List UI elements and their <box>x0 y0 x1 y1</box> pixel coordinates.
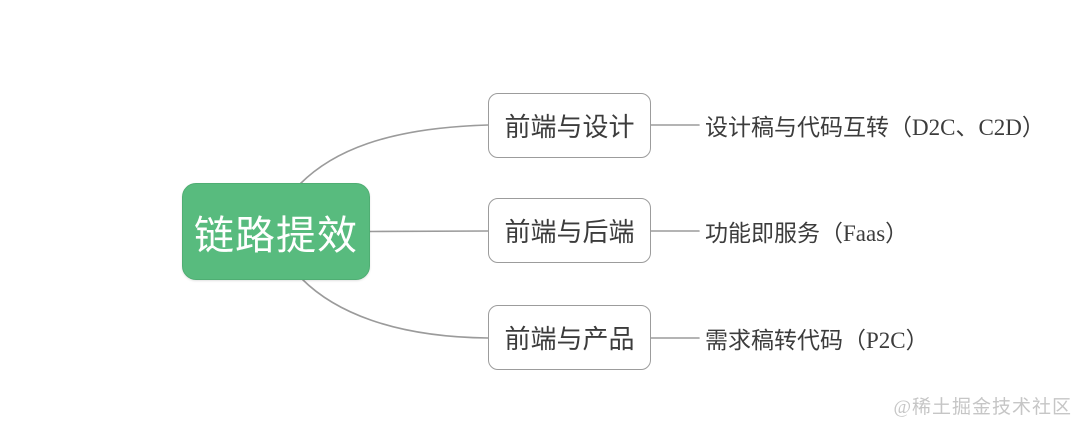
branch-node-frontend-backend[interactable]: 前端与后端 <box>488 198 651 263</box>
branch-node-frontend-product[interactable]: 前端与产品 <box>488 305 651 370</box>
branch-node-label: 前端与后端 <box>504 218 635 247</box>
root-node-label: 链路提效 <box>194 212 358 258</box>
branch-node-label: 前端与产品 <box>504 325 635 354</box>
watermark: @稀土掘金技术社区 <box>893 397 1072 418</box>
connector-root-to-branch-backend <box>369 230 489 233</box>
branch-node-label: 前端与设计 <box>504 113 635 142</box>
leaf-node-p2c[interactable]: 需求稿转代码（P2C） <box>705 328 929 353</box>
leaf-node-faas[interactable]: 功能即服务（Faas） <box>705 221 909 246</box>
connector-root-to-branch-design <box>299 124 489 185</box>
connector-root-to-branch-product <box>301 278 489 339</box>
leaf-node-d2c-c2d[interactable]: 设计稿与代码互转（D2C、C2D） <box>705 115 1045 140</box>
branch-node-frontend-design[interactable]: 前端与设计 <box>488 93 651 158</box>
root-node[interactable]: 链路提效 <box>182 183 370 280</box>
